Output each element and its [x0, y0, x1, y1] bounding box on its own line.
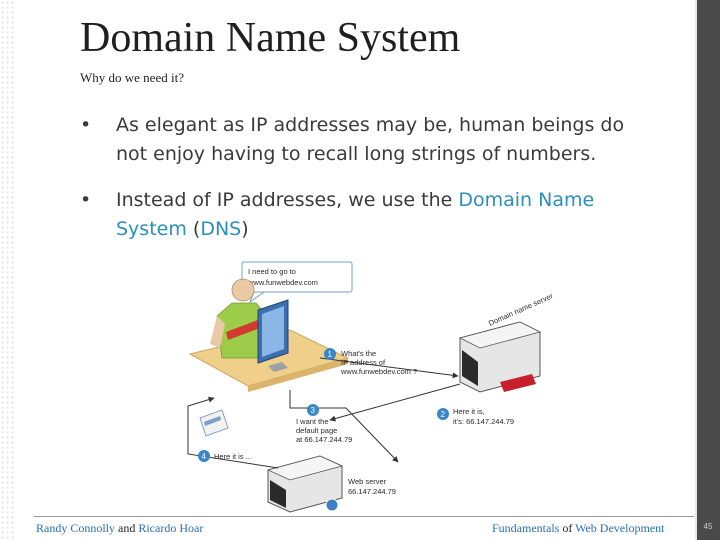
step-1-line-2: IP address of	[341, 358, 386, 367]
footer-book-1: Fundamentals	[492, 521, 560, 535]
bullet-marker: •	[80, 114, 92, 136]
step-2-line-1: Here it is,	[453, 407, 485, 416]
footer-and: and	[115, 521, 139, 535]
speech-bubble: I need to go to www.funwebdev.com	[241, 261, 353, 304]
step-1: 1 What's the IP address of www.funwebdev…	[324, 348, 417, 376]
slide-subtitle: Why do we need it?	[80, 70, 184, 85]
dns-diagram: I need to go to www.funwebdev.com	[187, 261, 555, 513]
step-3: 3 I want the default page at 66.147.244.…	[296, 404, 352, 444]
step-4-line-1: Here it is ...	[214, 452, 252, 461]
web-server: Web server 66.147.244.79	[266, 455, 396, 513]
step-1-line-3: www.funwebdev.com ?	[340, 367, 417, 376]
bullet-text-after: )	[241, 218, 249, 240]
step-1-line-1: What's the	[341, 349, 376, 358]
step-2-line-2: it's: 66.147.244.79	[453, 417, 514, 426]
footer-author-2: Ricardo Hoar	[138, 521, 204, 535]
speech-bubble-line-1: I need to go to	[248, 267, 296, 276]
web-server-ip: 66.147.244.79	[348, 487, 396, 496]
step-1-number: 1	[328, 350, 333, 359]
user-figure	[210, 278, 268, 359]
bullet-text-mid: (	[186, 218, 201, 240]
step-3-number: 3	[311, 406, 316, 415]
step-4: 4 Here it is ...	[198, 450, 252, 462]
step-4-number: 4	[202, 452, 207, 461]
bullet-text: Instead of IP addresses, we use the Doma…	[116, 186, 646, 244]
web-page-document	[199, 409, 229, 437]
footer-book-2: Web Development	[575, 521, 665, 535]
bullet-text: As elegant as IP addresses may be, human…	[116, 114, 625, 165]
highlight-domain-name-system: Domain Name System	[116, 189, 595, 240]
slide-title: Domain Name System	[80, 15, 461, 61]
web-server-label: Web server	[348, 477, 387, 486]
bullet-item-2: • Instead of IP addresses, we use the Do…	[80, 186, 640, 246]
highlight-dns: DNS	[200, 218, 242, 240]
footer-of: of	[559, 521, 576, 535]
step-3-line-2: default page	[296, 426, 337, 435]
dns-server: Domain name server	[458, 291, 555, 393]
bullet-text-before: Instead of IP addresses, we use the	[116, 189, 459, 211]
right-side-strip	[695, 0, 720, 540]
footer-author-1: Randy Connolly	[36, 521, 116, 535]
step-3-line-1: I want the	[296, 417, 329, 426]
footer-divider	[34, 516, 694, 517]
bullet-item-1: • As elegant as IP addresses may be, hum…	[80, 111, 640, 171]
computer-monitor	[257, 299, 289, 372]
footer-book-title: Fundamentals of Web Development	[492, 521, 664, 536]
background-dot-pattern	[0, 0, 14, 540]
footer-authors: Randy Connolly and Ricardo Hoar	[36, 521, 203, 536]
step-2: 2 Here it is, it's: 66.147.244.79	[437, 407, 514, 426]
step-2-number: 2	[441, 410, 446, 419]
page-number: 45	[703, 522, 713, 531]
bullet-marker: •	[80, 189, 92, 211]
speech-bubble-line-2: www.funwebdev.com	[247, 278, 318, 287]
step-3-line-3: at 66.147.244.79	[296, 435, 352, 444]
